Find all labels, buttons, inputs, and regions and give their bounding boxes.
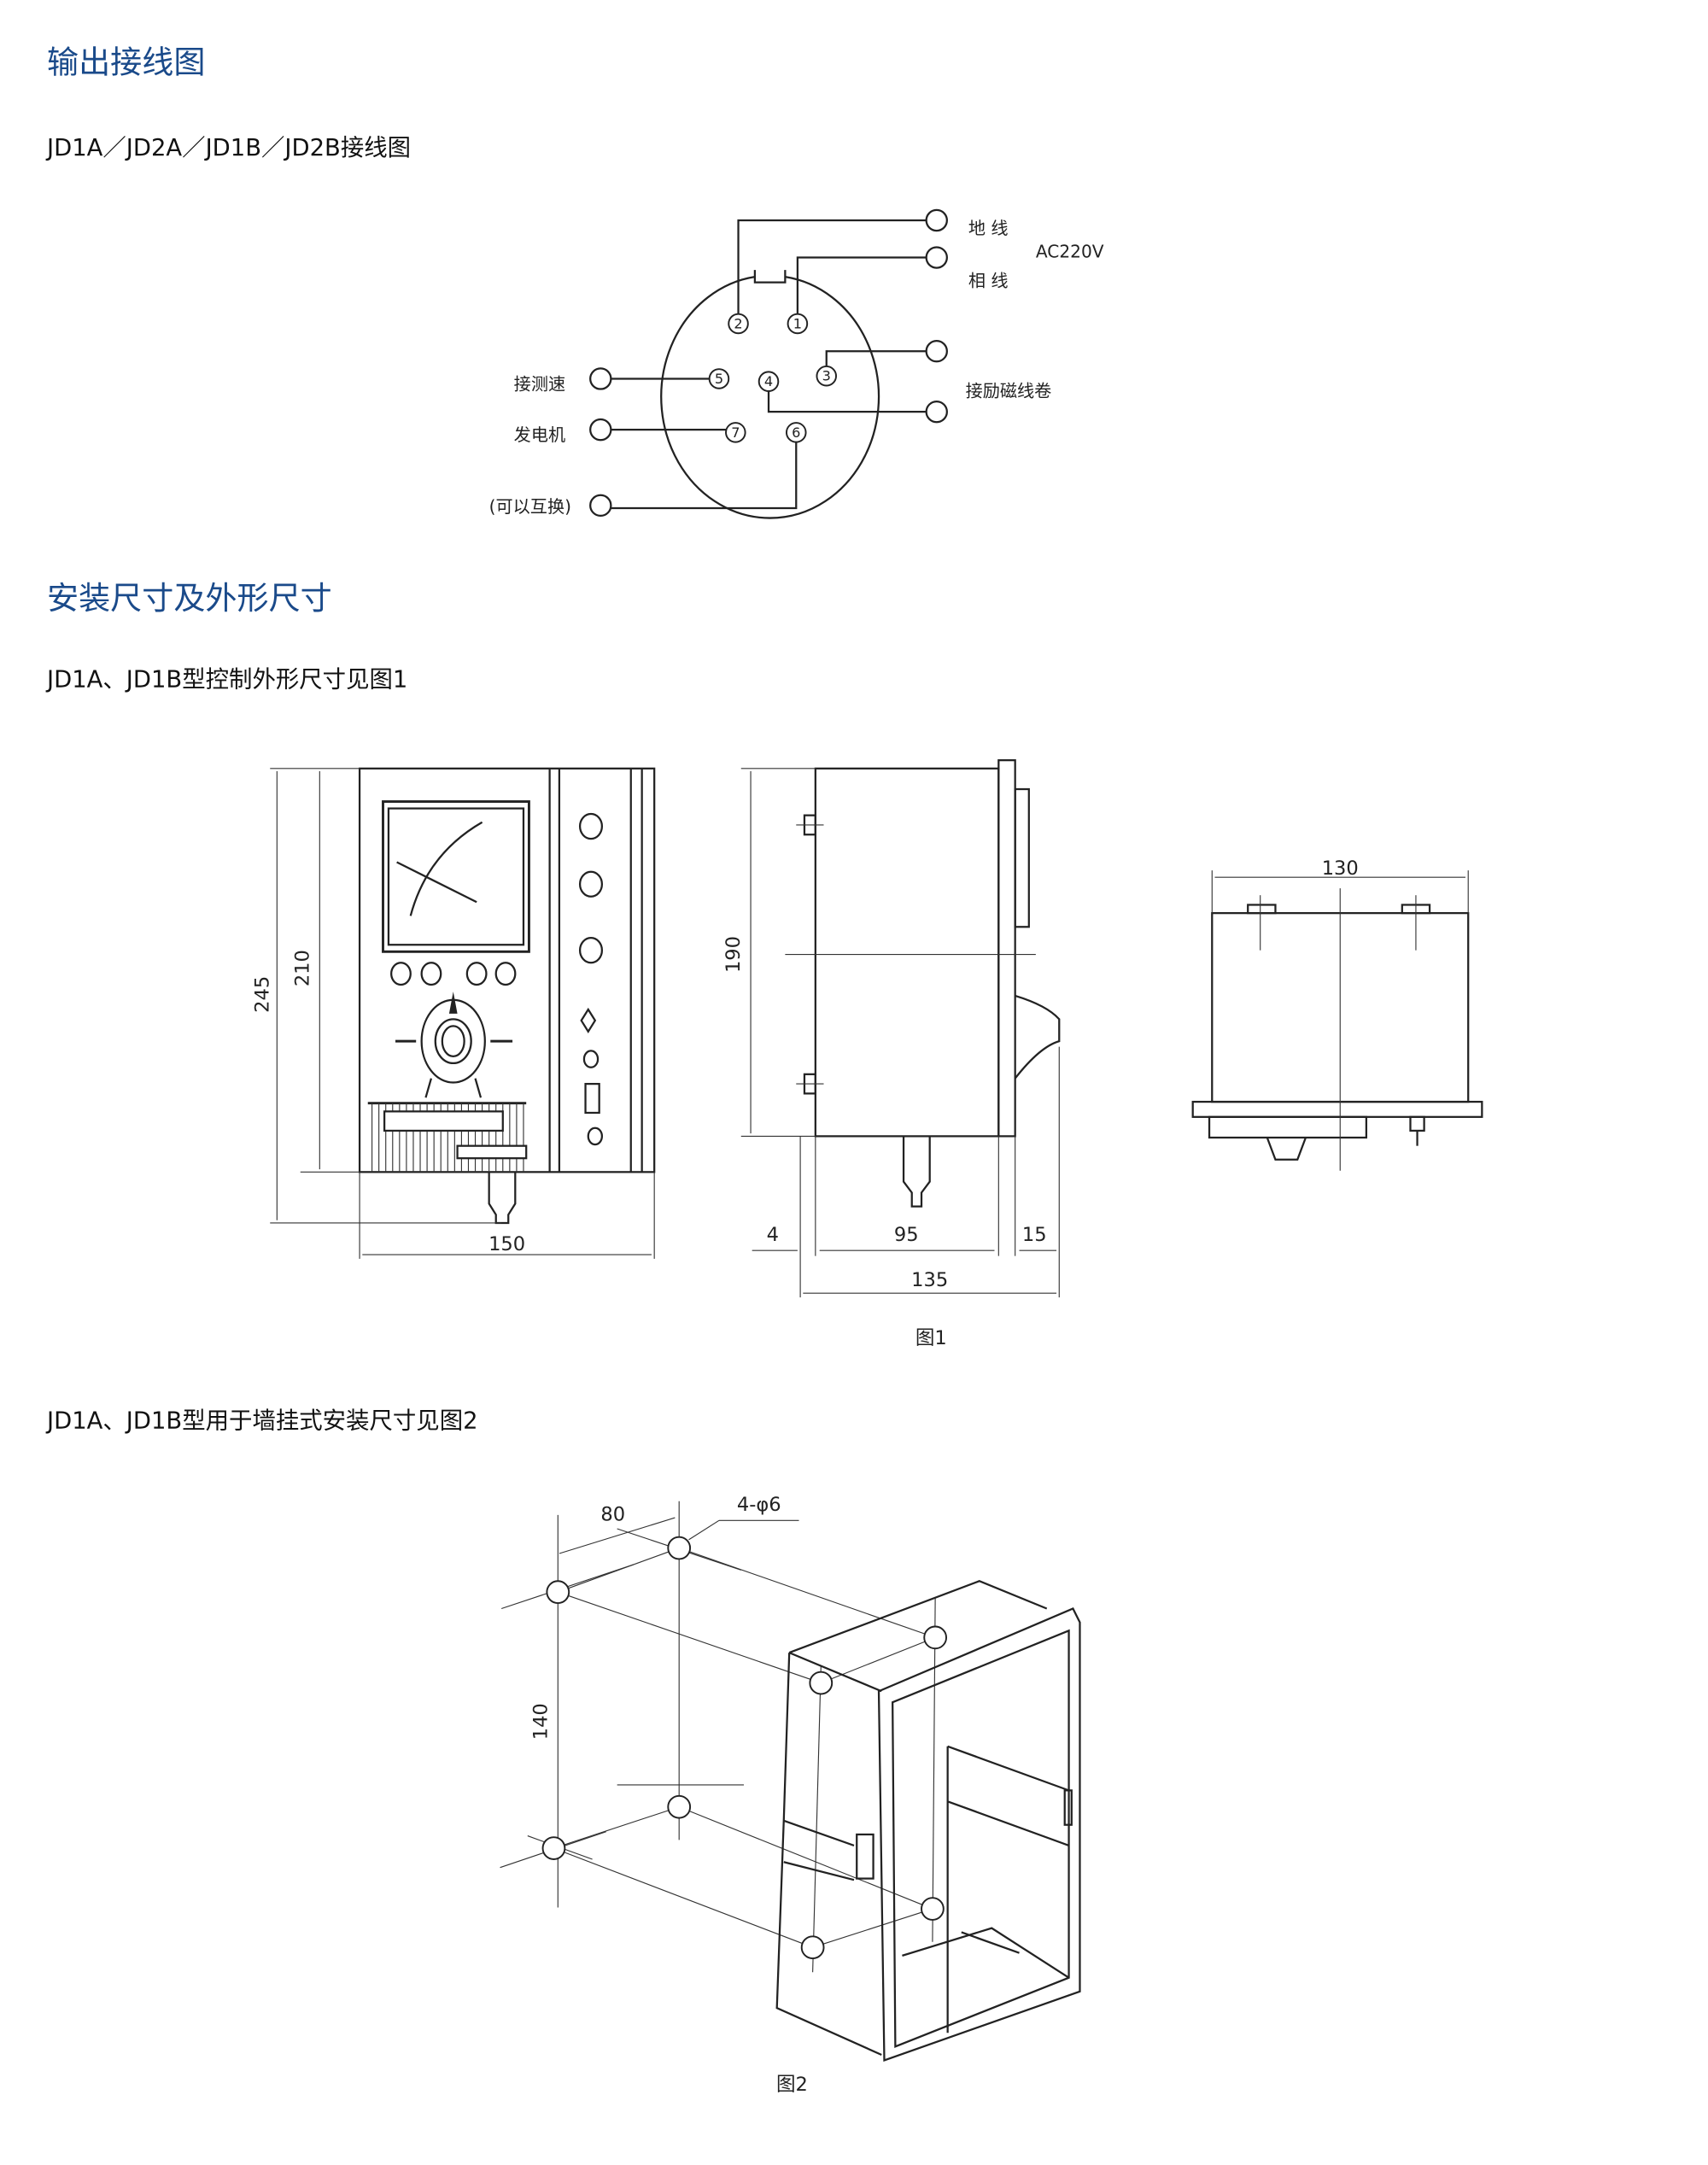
heat-sink-fins: [367, 1102, 528, 1173]
mounting-hole: [541, 1536, 948, 1960]
dim-130: 130: [1322, 857, 1359, 880]
section-title-wiring: 输出接线图: [47, 44, 205, 80]
fig2-wall-mount: 80 4-φ6 140: [500, 1494, 1081, 2063]
fig1-side-view: 190 4 95 15 135: [722, 759, 1061, 1298]
label-generator: 发电机: [514, 424, 565, 445]
pin-4-label: 4: [764, 373, 773, 389]
pin-3: [816, 365, 838, 387]
label-excitation-coil: 接励磁线卷: [966, 380, 1052, 401]
pin-6: [786, 422, 807, 443]
dim-190: 190: [722, 936, 745, 973]
connector-outline: [660, 276, 880, 519]
wiring-subtitle: JD1A／JD2A／JD1B／JD2B接线图: [45, 135, 411, 161]
dim-15: 15: [1022, 1224, 1047, 1246]
pin-4: [757, 371, 780, 392]
label-ac220v: AC220V: [1036, 242, 1104, 262]
speed-knob: [395, 992, 513, 1098]
pin-6-label: 6: [792, 424, 800, 441]
dim-4: 4: [767, 1224, 779, 1246]
fig2-caption: 图2: [776, 2074, 808, 2096]
pin-1: [787, 313, 809, 335]
dim-80: 80: [600, 1503, 625, 1525]
pin-5: [708, 368, 730, 389]
dim-210: 210: [291, 950, 313, 986]
label-ground: 地 线: [968, 218, 1009, 238]
fig1-top-view: 130: [1191, 857, 1483, 1171]
fig1-description: JD1A、JD1B型控制外形尺寸见图1: [45, 667, 407, 693]
dim-4-phi-6: 4-φ6: [737, 1494, 781, 1516]
fig2-description: JD1A、JD1B型用于墙挂式安装尺寸见图2: [45, 1407, 478, 1434]
dim-95: 95: [894, 1224, 919, 1246]
dim-135: 135: [911, 1269, 948, 1291]
pin-7-label: 7: [731, 424, 740, 441]
pin-2-label: 2: [734, 315, 742, 331]
section-title-dimensions: 安装尺寸及外形尺寸: [47, 580, 332, 617]
label-phase: 相 线: [968, 270, 1009, 290]
dim-140: 140: [529, 1703, 552, 1740]
fig1-caption: 图1: [915, 1327, 947, 1349]
pin-3-label: 3: [822, 368, 831, 384]
pin-2: [728, 313, 749, 335]
cable-gland: [488, 1172, 517, 1225]
label-interchangeable: (可以互换): [489, 496, 571, 517]
connector-key-notch: [753, 270, 787, 284]
terminal: [589, 208, 948, 518]
dim-245: 245: [252, 976, 274, 1013]
wiring-diagram: 1 2 3 4 5 6 7 地 线 AC220V 相 线 接励磁线卷 接测速 发…: [489, 208, 1104, 519]
meter-window: [382, 800, 530, 953]
pin-1-label: 1: [793, 315, 802, 331]
meter-scale-arc: [409, 821, 483, 916]
fig1-front-view: 245 210 150: [252, 767, 656, 1259]
meter-needle: [396, 861, 477, 904]
label-tacho: 接测速: [514, 373, 565, 394]
pin-5-label: 5: [715, 371, 723, 387]
dim-150: 150: [488, 1233, 525, 1255]
pin-7: [725, 422, 746, 443]
